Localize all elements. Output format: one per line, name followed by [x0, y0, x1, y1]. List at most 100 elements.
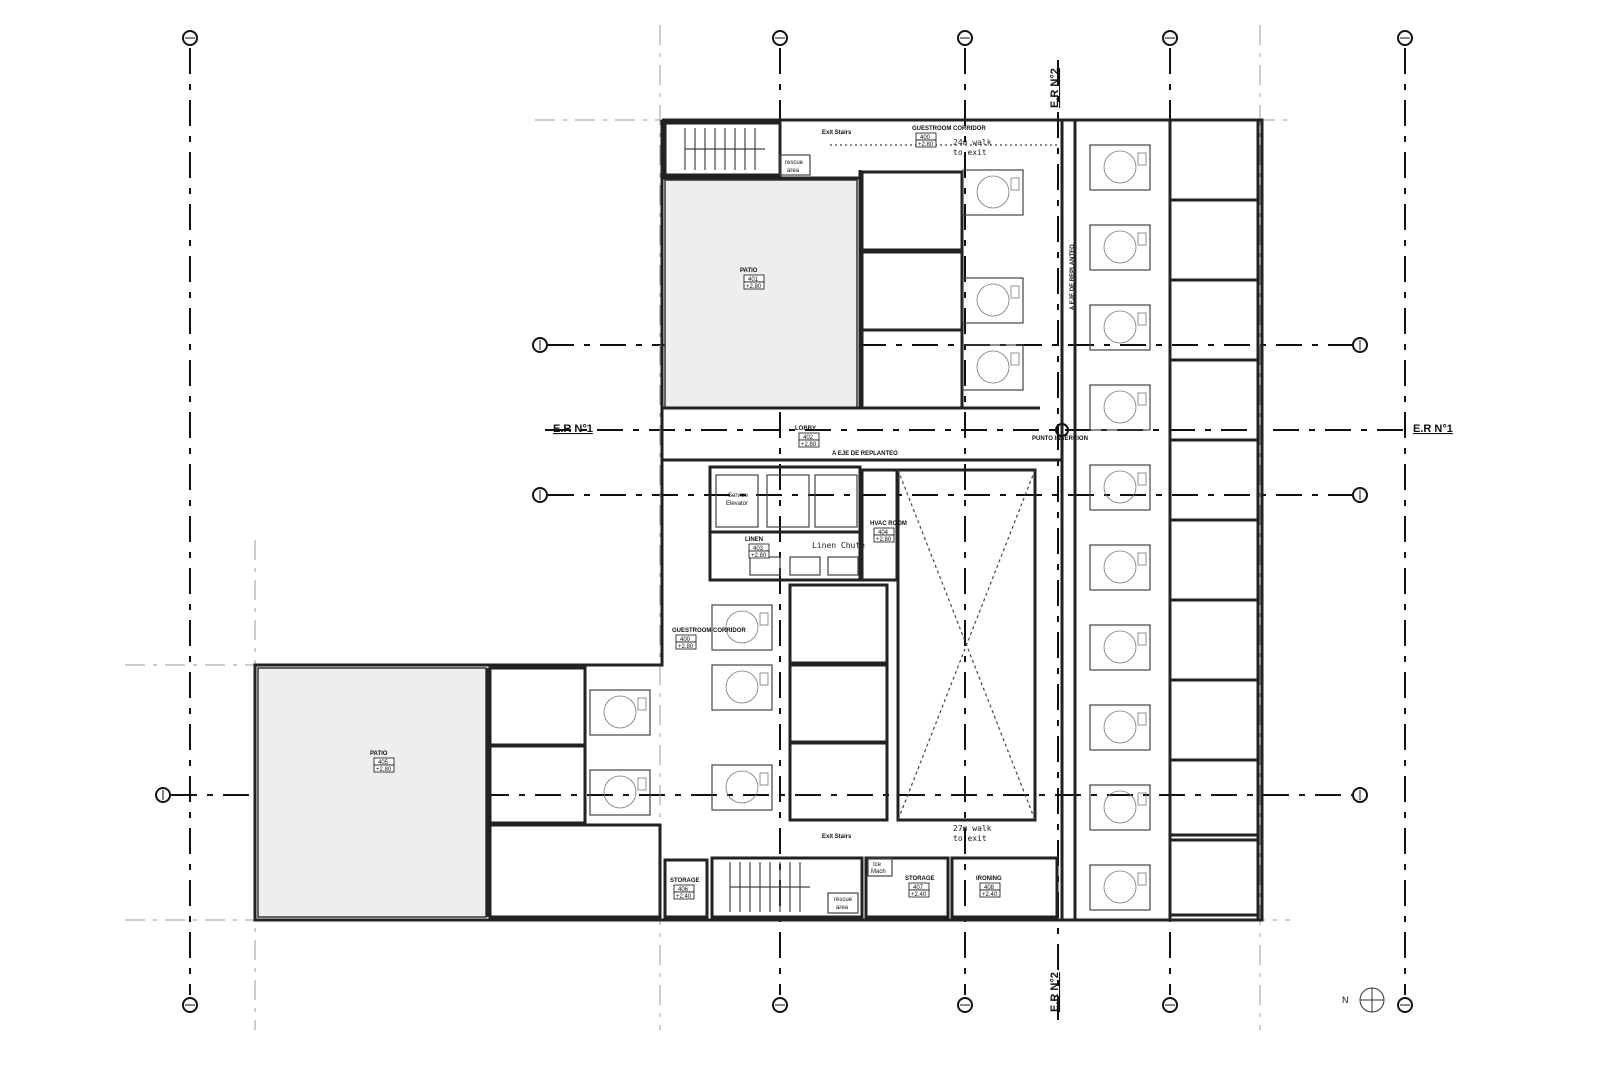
grid-bubble-icon: [1162, 30, 1178, 46]
service-elevator-label: Service: [728, 493, 749, 499]
ice-machine-label: Ice: [873, 862, 882, 868]
room-level: +2.40: [676, 894, 692, 900]
reference-line-label: E.R N°1: [553, 423, 593, 435]
room-level: +2.80: [678, 644, 694, 650]
grid-bubble-icon: [957, 997, 973, 1013]
grid-bubble-icon: [182, 30, 198, 46]
room-number: 406: [678, 887, 689, 893]
room-level: +2.80: [876, 537, 892, 543]
room-name: STORAGE: [670, 878, 700, 884]
bathroom: [1089, 624, 1151, 671]
exit-stairs-label: Exit Stairs: [822, 130, 852, 136]
rescue-area-label: rescue: [834, 897, 853, 903]
room-level: +2.80: [918, 142, 934, 148]
walk-distance-note: 24m walk: [953, 138, 992, 147]
bathroom: [1089, 704, 1151, 751]
grid-bubbles: [155, 30, 1413, 1013]
grid-bubble-icon: [1397, 997, 1413, 1013]
walk-distance-note: 27m walk: [953, 824, 992, 833]
grid-bubble-icon: [1352, 337, 1368, 353]
room-tag-linen: LINEN 403+2.80: [745, 537, 770, 559]
room-name: IRONING: [976, 876, 1002, 882]
room-tag-corridor-west: GUESTROOM CORRIDOR 400+2.80: [672, 628, 746, 650]
bathroom: [962, 344, 1024, 391]
walk-distance-note: to exit: [953, 148, 987, 157]
room-name: GUESTROOM CORRIDOR: [912, 126, 986, 132]
bathroom: [962, 277, 1024, 324]
insertion-point-marker: [1055, 423, 1069, 437]
room-level: +2.80: [746, 284, 762, 290]
grid-bubble-icon: [155, 787, 171, 803]
exit-stair-north: rescue area: [663, 121, 811, 177]
grid-bubble-icon: [1352, 787, 1368, 803]
grid-bubble-icon: [532, 337, 548, 353]
room-level: +2.40: [911, 892, 927, 898]
reference-line-label: E.R N°2: [1049, 972, 1061, 1012]
rescue-area-label: rescue: [785, 160, 804, 166]
room-number: 402: [803, 435, 814, 441]
room-tag-patio-south: PATIO 405+2.80: [370, 751, 395, 773]
atrium-void: [896, 468, 1037, 822]
walk-distance-note: to exit: [953, 834, 987, 843]
bathroom: [589, 689, 651, 736]
insertion-point-label: PUNTO INSERCION: [1032, 436, 1088, 442]
axis-note: A EJE DE REPLANTEO: [832, 451, 898, 457]
patio-north-area: [664, 179, 858, 409]
room-number: 400: [920, 135, 931, 141]
bathroom: [711, 604, 773, 651]
room-name: PATIO: [370, 751, 388, 757]
bathroom: [1089, 864, 1151, 911]
room-name: STORAGE: [905, 876, 935, 882]
bathroom: [1089, 224, 1151, 271]
room-name: GUESTROOM CORRIDOR: [672, 628, 746, 634]
service-core: [708, 465, 899, 582]
room-level: +2.80: [801, 442, 817, 448]
room-number: 401: [748, 277, 759, 283]
grid-bubble-icon: [772, 997, 788, 1013]
room-name: PATIO: [740, 268, 758, 274]
guestrooms: [488, 118, 1260, 922]
grid-bubble-icon: [1352, 487, 1368, 503]
north-label: N: [1342, 995, 1349, 1005]
room-name: LOBBY: [795, 426, 816, 432]
ice-machine-label: Mach: [871, 869, 886, 875]
grid-bubble-icon: [772, 30, 788, 46]
bathroom: [1089, 464, 1151, 511]
room-tag-corridor-north: GUESTROOM CORRIDOR 400+2.80: [912, 126, 986, 148]
reference-line-label: E.R N°2: [1049, 68, 1061, 108]
room-number: 404: [878, 530, 889, 536]
patio-south-area: [257, 667, 487, 918]
exterior-walls: [253, 118, 1264, 922]
rescue-area-label: area: [836, 905, 849, 911]
room-number: 408: [984, 885, 995, 891]
grid-bubble-icon: [957, 30, 973, 46]
linen-chute-label: Linen Chute: [812, 541, 865, 550]
south-service-rooms: [488, 823, 1059, 919]
room-number: 400: [680, 637, 691, 643]
grid-bubble-icon: [532, 487, 548, 503]
room-tag-storage-1: STORAGE 406+2.40: [670, 878, 700, 900]
room-name: LINEN: [745, 537, 763, 543]
bathroom: [711, 664, 773, 711]
room-name: HVAC ROOM: [870, 521, 907, 527]
room-level: +2.80: [376, 767, 392, 773]
room-number: 403: [753, 546, 764, 552]
bathroom: [711, 764, 773, 811]
grid-bubble-icon: [1397, 30, 1413, 46]
room-level: +2.80: [751, 553, 767, 559]
service-elevator-label: Elevator: [726, 501, 748, 507]
reference-line-label: E.R N°1: [1413, 423, 1453, 435]
bathroom: [1089, 304, 1151, 351]
bathroom: [1089, 144, 1151, 191]
room-number: 405: [378, 760, 389, 766]
room-tag-patio-north: PATIO 401+2.80: [740, 268, 765, 290]
rescue-area-label: area: [787, 168, 800, 174]
bathroom: [1089, 544, 1151, 591]
north-arrow-icon: N: [1342, 987, 1385, 1013]
axis-note: A EJE DE REPLANTEO: [1070, 244, 1076, 310]
bathroom: [1089, 784, 1151, 831]
bathroom: [962, 169, 1024, 216]
